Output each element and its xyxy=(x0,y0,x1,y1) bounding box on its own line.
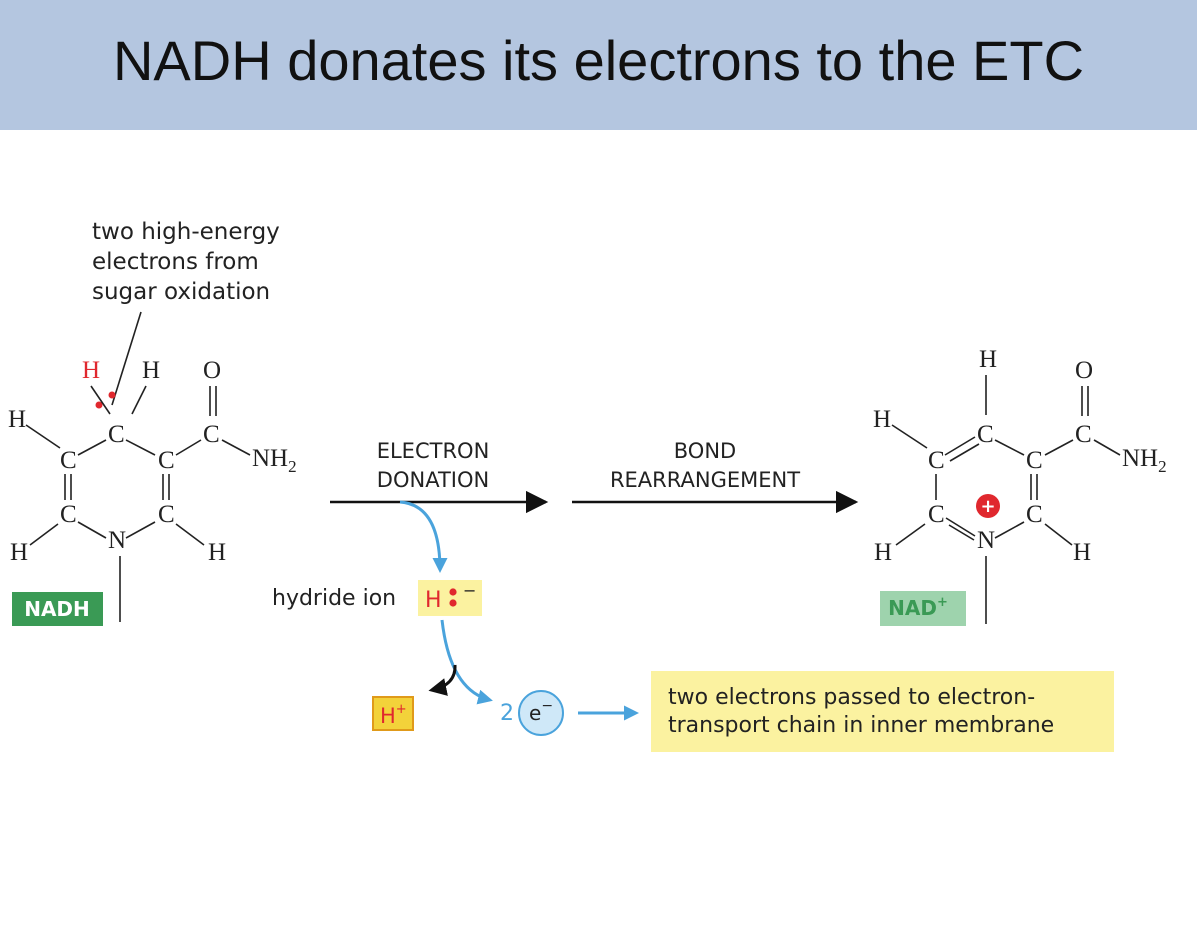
bond xyxy=(948,524,975,541)
nadh-atom-h-bottom-left: H xyxy=(10,539,28,566)
bond xyxy=(221,439,251,456)
nadh-atom-h-top: H xyxy=(142,357,160,384)
nad-structure: H O C C NH2 H C C C C N H H + xyxy=(873,346,1167,624)
electron-dot xyxy=(108,391,116,399)
reaction-arrows: ELECTRON DONATION BOND REARRANGEMENT xyxy=(330,439,859,573)
etc-result-box: two electrons passed to electron- transp… xyxy=(651,671,1114,752)
nadh-label-badge: NADH xyxy=(12,592,103,626)
nad-atom-h-bottom-left: H xyxy=(874,539,892,566)
bond xyxy=(1093,439,1121,456)
electron-pair: 2 e− xyxy=(500,690,639,736)
nadh-structure: H H O C C NH2 H C C C C N H H xyxy=(8,357,297,622)
bond xyxy=(125,439,156,456)
electron-source-annotation: two high-energy electrons from sugar oxi… xyxy=(92,219,280,406)
electron-count: 2 xyxy=(500,701,514,726)
nadh-atom-h-bottom-right: H xyxy=(208,539,226,566)
nad-atom-c-bottom-left: C xyxy=(928,501,945,528)
bond xyxy=(29,523,59,546)
nadh-atom-h-red: H xyxy=(82,357,100,384)
bond xyxy=(891,424,928,449)
bond xyxy=(1044,439,1074,456)
result-line-2: transport chain in inner membrane xyxy=(668,713,1054,738)
step2-line-1: BOND xyxy=(674,439,736,463)
annotation-line-3: sugar oxidation xyxy=(92,279,270,305)
nadh-atom-o: O xyxy=(203,357,221,384)
hydride-symbol: H xyxy=(425,588,442,613)
proton-symbol: H+ xyxy=(380,702,407,728)
step1-line-2: DONATION xyxy=(377,468,489,492)
bond xyxy=(125,521,156,539)
hydride-release-arrow xyxy=(399,500,448,573)
bond xyxy=(25,424,61,449)
nadh-atom-c-left: C xyxy=(60,447,77,474)
nad-atom-c-bottom-right: C xyxy=(1026,501,1043,528)
annotation-pointer-line xyxy=(111,311,142,406)
nad-atom-h-bottom-right: H xyxy=(1073,539,1091,566)
bond xyxy=(895,523,926,546)
step2-line-2: REARRANGEMENT xyxy=(610,468,800,492)
nad-atom-n: N xyxy=(977,527,995,554)
nad-atom-h-top: H xyxy=(979,346,997,373)
nadh-atom-c-top: C xyxy=(108,421,125,448)
nadh-atom-nh: NH2 xyxy=(252,445,297,476)
nadh-atom-c-amide: C xyxy=(203,421,220,448)
nad-atom-c-top: C xyxy=(977,421,994,448)
bond xyxy=(1044,523,1073,546)
hydride-charge: − xyxy=(463,581,476,600)
bond xyxy=(131,385,147,415)
nadh-atom-c-bottom-right: C xyxy=(158,501,175,528)
proton-release-arrow xyxy=(428,664,457,696)
nad-atom-h-left: H xyxy=(873,406,891,433)
title-bar: NADH donates its electrons to the ETC xyxy=(0,0,1197,130)
bond xyxy=(994,439,1025,456)
bond xyxy=(77,521,107,539)
bond xyxy=(994,521,1025,539)
electron-dot xyxy=(95,401,103,409)
nad-atom-c-left: C xyxy=(928,447,945,474)
nadh-label: NADH xyxy=(24,597,90,621)
step1-line-1: ELECTRON xyxy=(377,439,490,463)
nadh-atom-n: N xyxy=(108,527,126,554)
result-box-bg xyxy=(651,671,1114,752)
bond xyxy=(175,439,202,456)
nad-label-badge: NAD+ xyxy=(880,591,966,626)
annotation-line-2: electrons from xyxy=(92,249,259,275)
electron-circle xyxy=(518,690,564,736)
annotation-line-1: two high-energy xyxy=(92,219,280,245)
nadh-atom-c-bottom-left: C xyxy=(60,501,77,528)
electron-split-arrow xyxy=(440,619,493,705)
nad-label: NAD+ xyxy=(888,595,948,620)
proton-box xyxy=(372,696,414,731)
bond xyxy=(90,385,111,415)
proton: H+ xyxy=(372,696,414,731)
nad-atom-o: O xyxy=(1075,357,1093,384)
nad-badge-bg xyxy=(880,591,966,626)
nadh-atom-h-left: H xyxy=(8,406,26,433)
bond xyxy=(944,436,976,456)
nad-atom-c-amide: C xyxy=(1075,421,1092,448)
bond xyxy=(77,439,107,456)
nad-atom-c-right: C xyxy=(1026,447,1043,474)
electron-dot xyxy=(449,588,457,596)
result-line-1: two electrons passed to electron- xyxy=(668,685,1035,710)
hydride-label: hydride ion xyxy=(272,586,396,611)
electron-dot xyxy=(449,599,457,607)
hydride-ion: hydride ion H − xyxy=(272,580,482,616)
nadh-badge-bg xyxy=(12,592,103,626)
bond xyxy=(175,523,205,546)
positive-charge-icon xyxy=(976,494,1000,518)
hydride-highlight xyxy=(418,580,482,616)
bond xyxy=(949,443,980,462)
electron-symbol: e− xyxy=(529,698,553,725)
bond xyxy=(945,517,976,537)
nad-atom-nh: NH2 xyxy=(1122,445,1167,476)
slide-title: NADH donates its electrons to the ETC xyxy=(112,29,1085,92)
positive-charge-symbol: + xyxy=(980,496,995,517)
nadh-atom-c-right: C xyxy=(158,447,175,474)
